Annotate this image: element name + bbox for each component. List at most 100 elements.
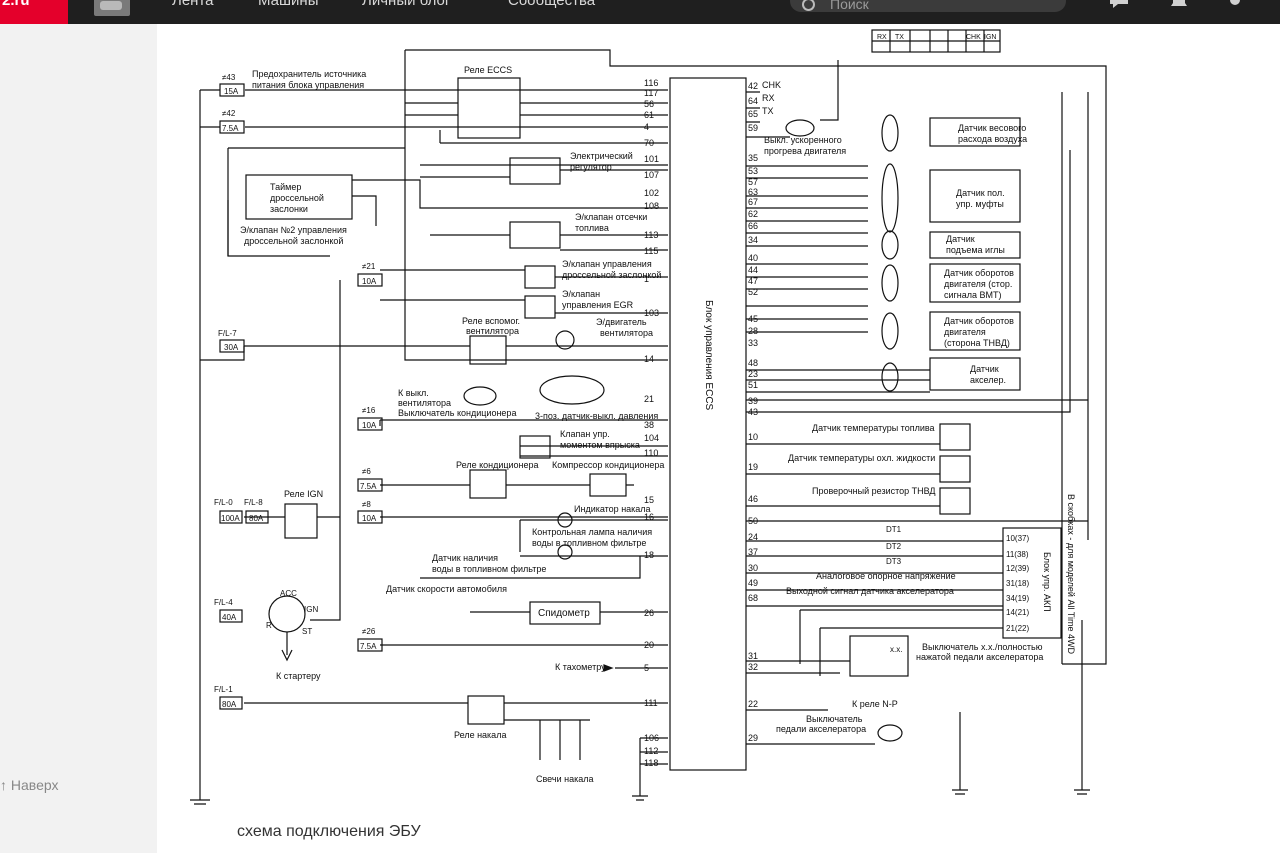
scroll-to-top-button[interactable]: ↑ Наверх (0, 777, 59, 793)
akpp-pin: 34(19) (1006, 594, 1029, 603)
diagram-label: Реле ECCS (464, 65, 512, 75)
diagram-label: Выключатель кондиционера (398, 408, 516, 418)
ecu-pin: 116 (644, 78, 658, 88)
fuse-rating: 10A (362, 514, 377, 523)
diagram-label: Электрический (570, 151, 633, 161)
fuse-id: ≠16 (362, 406, 376, 415)
diagram-label: педали акселератора (776, 724, 866, 734)
ecu-pin: 113 (644, 230, 658, 240)
nav-cars[interactable]: Машины (258, 0, 319, 9)
diagram-label: расхода воздуха (958, 134, 1027, 144)
ecu-pin: 34 (748, 235, 758, 245)
ecu-pin: 52 (748, 287, 758, 297)
diagram-label: Реле накала (454, 730, 506, 740)
diagram-label: дроссельной (270, 193, 324, 203)
diagram-label: Аналоговое опорное напряжение (816, 571, 956, 581)
ecu-pin: 106 (644, 733, 659, 743)
ecu-pin: 18 (644, 550, 654, 560)
ecu-pin: 43 (748, 407, 758, 417)
diagram-label: управления EGR (562, 300, 634, 310)
diagram-label: DT1 (886, 525, 902, 534)
nav-blog[interactable]: Личный блог (362, 0, 451, 9)
fuse-id: ≠43 (222, 73, 236, 82)
ecu-pin: 23 (748, 369, 758, 379)
top-navigation-bar: 2.ru Лента Машины Личный блог Сообщества… (0, 0, 1280, 24)
ecu-pin: 50 (748, 516, 758, 526)
diagram-label: Компрессор кондиционера (552, 460, 664, 470)
ecu-pin: 110 (644, 448, 658, 458)
fuse-id: ≠8 (362, 500, 371, 509)
ecu-pin: 117 (644, 88, 658, 98)
profile-icon[interactable] (1224, 0, 1246, 10)
diagram-label: заслонки (270, 204, 308, 214)
diag-pin-label: CHK (762, 80, 781, 90)
fuse-id: ≠6 (362, 467, 371, 476)
diagram-label: 3-поз. датчик-выкл. давления (535, 411, 658, 421)
search-input[interactable]: Поиск (790, 0, 1066, 12)
ecu-pin: 28 (748, 326, 758, 336)
diagram-label: Датчик температуры топлива (812, 423, 935, 433)
diagram-label: двигателя (944, 327, 986, 337)
diagram-label: подъема иглы (946, 245, 1005, 255)
site-logo[interactable]: 2.ru (0, 0, 68, 24)
akpp-pin: 11(38) (1006, 550, 1029, 559)
ecu-pin: 108 (644, 201, 659, 211)
fuse-rating: 7.5A (360, 482, 377, 491)
diagram-label: дроссельной заслонкой (562, 270, 661, 280)
diagram-label: К выкл. (398, 388, 429, 398)
ecu-pin: 15 (644, 495, 654, 505)
ecu-pin: 21 (644, 394, 654, 404)
image-caption: схема подключения ЭБУ (237, 823, 421, 840)
nav-feed[interactable]: Лента (172, 0, 214, 9)
ign-position-label: R (266, 621, 272, 630)
diagram-label: Выходной сигнал датчика акселератора (786, 586, 954, 596)
ecu-block (669, 77, 747, 771)
ecu-pin: 47 (748, 276, 758, 286)
diag-connector-pin: IGN (984, 34, 996, 41)
ecu-pin: 53 (748, 166, 758, 176)
ecu-pin: 66 (748, 221, 758, 231)
fuse-id: F/L-8 (244, 498, 263, 507)
diagram-label: питания блока управления (252, 80, 364, 90)
diagram-label: Спидометр (538, 608, 590, 619)
nav-communities[interactable]: Сообщества (508, 0, 596, 9)
ecu-pin: 59 (748, 123, 758, 133)
search-icon (802, 0, 815, 11)
diagram-label: вентилятора (398, 398, 451, 408)
ecu-pin: 118 (644, 758, 658, 768)
diagram-label: воды в топливном фильтре (432, 564, 546, 574)
diagram-label: нажатой педали акселератора (916, 652, 1043, 662)
ecu-pin: 19 (748, 462, 758, 472)
ign-position-label: ST (302, 627, 312, 636)
diagram-label: Э/двигатель (596, 317, 647, 327)
ecu-pin: 24 (748, 532, 758, 542)
fuse-id: ≠42 (222, 109, 236, 118)
ecu-pin: 107 (644, 170, 659, 180)
fuse-id: ≠26 (362, 627, 376, 636)
search-placeholder: Поиск (830, 0, 869, 12)
ign-position-label: IGN (304, 605, 318, 614)
messages-icon[interactable] (1108, 0, 1130, 10)
diagram-label: Таймер (270, 182, 301, 192)
diagram-label: Э/клапан управления (562, 259, 652, 269)
diagram-label: DT3 (886, 557, 902, 566)
diagram-label: двигателя (стор. (944, 279, 1012, 289)
diagram-label: К стартеру (276, 671, 321, 681)
diagram-label: регулятор (570, 162, 612, 172)
notifications-icon[interactable] (1168, 0, 1190, 10)
fuse-rating: 7.5A (222, 124, 239, 133)
ecu-pin: 20 (644, 640, 654, 650)
akpp-pin: 12(39) (1006, 564, 1029, 573)
vertical-note: В скобках - для моделей All Time 4WD (1066, 494, 1076, 654)
ecu-pin: 16 (644, 512, 654, 522)
diagram-label: (сторона ТНВД) (944, 338, 1010, 348)
left-gutter (0, 24, 157, 853)
diagram-label: Контрольная лампа наличия (532, 527, 652, 537)
diagram-label: Датчик скорости автомобиля (386, 584, 507, 594)
diagram-label: Датчик оборотов (944, 268, 1014, 278)
diagram-label: К реле N-P (852, 699, 898, 709)
user-car-thumbnail[interactable] (94, 0, 130, 16)
diagram-label: DT2 (886, 542, 902, 551)
diag-pin-label: TX (762, 106, 774, 116)
